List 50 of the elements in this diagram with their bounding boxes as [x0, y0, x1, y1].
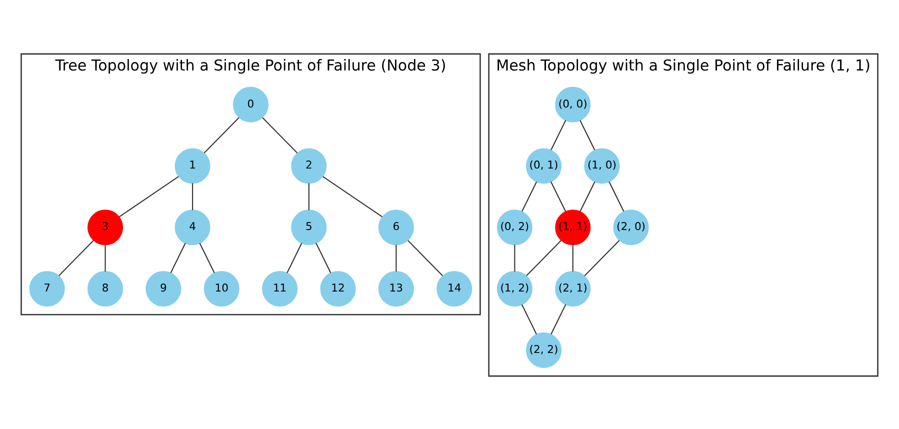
node-circle: (2, 1) — [555, 270, 591, 306]
connector — [204, 116, 240, 153]
connector — [308, 182, 310, 210]
node-circle: 6 — [378, 209, 414, 245]
node-circle: 1 — [174, 148, 210, 184]
node-circle: 2 — [291, 148, 327, 184]
connector — [286, 242, 302, 273]
connector — [550, 120, 566, 150]
connector — [608, 180, 624, 212]
node-circle: (1, 1) — [555, 209, 591, 245]
node-circle: (2, 0) — [613, 209, 649, 245]
connector — [550, 180, 566, 212]
node-circle: 14 — [436, 270, 472, 306]
connector — [118, 176, 179, 217]
node-circle: (1, 0) — [584, 148, 620, 184]
connector — [550, 304, 566, 334]
node-circle: (0, 2) — [496, 209, 532, 245]
node-circle: 0 — [232, 86, 268, 122]
node-circle: 9 — [146, 270, 182, 306]
node-circle: 5 — [291, 209, 327, 245]
connector — [514, 244, 516, 272]
connector — [408, 240, 443, 276]
node-circle: 10 — [204, 270, 240, 306]
connector — [396, 244, 397, 272]
connector — [522, 180, 538, 212]
node-circle: 7 — [29, 270, 65, 306]
node-circle: 8 — [88, 270, 124, 306]
node-circle: (1, 2) — [496, 270, 532, 306]
connector — [584, 240, 620, 276]
connector — [170, 242, 186, 273]
connector — [199, 242, 215, 273]
node-circle: (2, 2) — [526, 332, 562, 368]
connector — [104, 244, 106, 272]
node-circle: (0, 1) — [526, 148, 562, 184]
node-circle: 12 — [320, 270, 356, 306]
connector — [58, 240, 94, 276]
connector — [526, 240, 562, 276]
connector — [572, 244, 574, 272]
connector — [262, 116, 298, 153]
node-circle: 11 — [262, 270, 298, 306]
node-circle: (0, 0) — [555, 86, 591, 122]
connector — [580, 180, 596, 212]
connector — [521, 304, 537, 334]
node-circle: 4 — [174, 209, 210, 245]
connector — [192, 182, 194, 210]
connector — [322, 176, 382, 217]
connector — [316, 242, 332, 273]
node-circle: 3 — [88, 209, 124, 245]
node-circle: 13 — [378, 270, 414, 306]
connector — [580, 120, 596, 150]
